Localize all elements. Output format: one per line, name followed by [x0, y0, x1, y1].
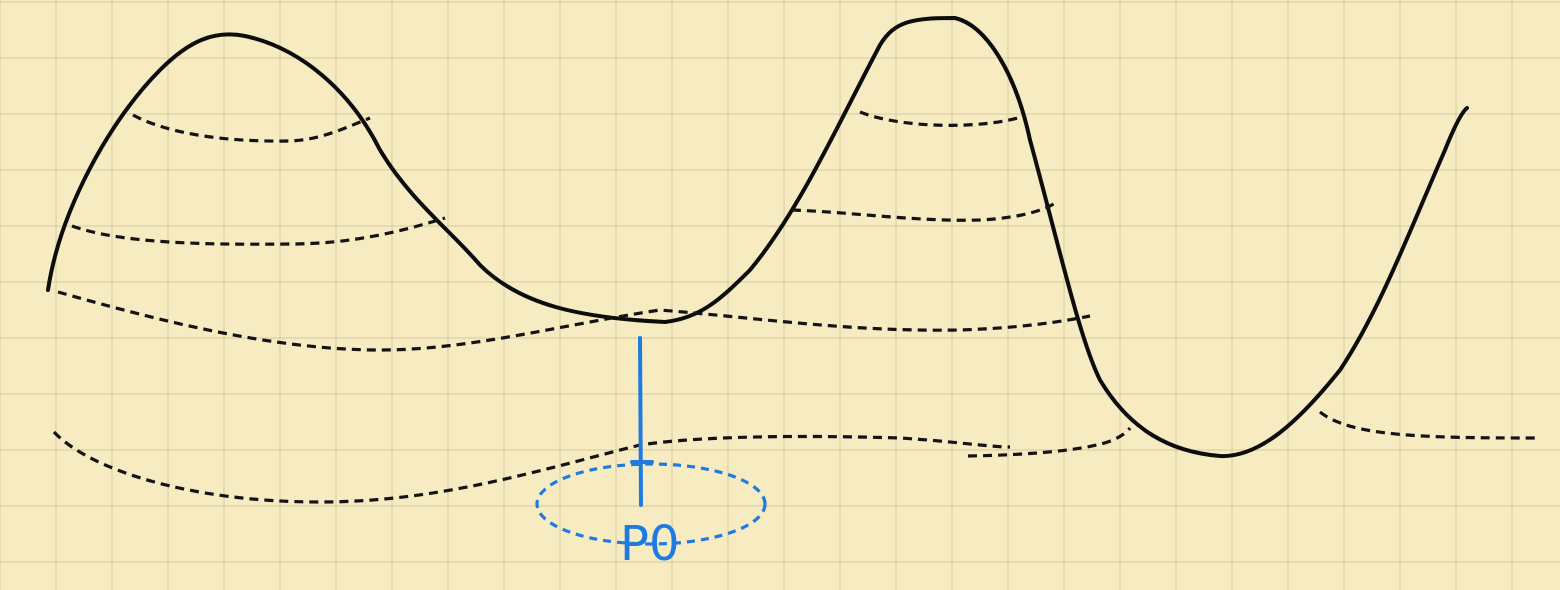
terrain-profile-curve	[46, 16, 1469, 459]
neighborhood-ellipse	[535, 462, 767, 546]
contour-line	[71, 216, 446, 246]
contour-line	[967, 427, 1132, 458]
contour-line	[132, 113, 371, 143]
contour-line	[859, 110, 1026, 127]
point-label: P0	[620, 516, 679, 572]
contour-line	[1319, 410, 1539, 440]
contour-line	[52, 430, 1011, 504]
contour-line	[57, 290, 1091, 352]
saddle-drop-line	[638, 336, 643, 507]
contour-line	[791, 201, 1056, 222]
